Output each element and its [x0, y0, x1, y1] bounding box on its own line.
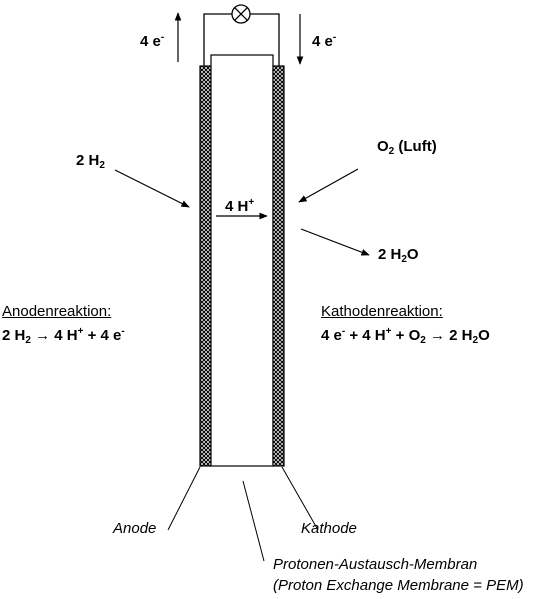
anode-leader-line [167, 466, 201, 531]
water-outflow-arrow [300, 228, 370, 256]
proton-label: 4 H+ [225, 197, 255, 216]
membrane [210, 54, 274, 467]
electron-label-right: 4 e- [312, 32, 337, 51]
electron-label-left: 4 e- [140, 32, 165, 51]
cathode-leader-line [281, 466, 319, 531]
cathode-reaction-title: Kathodenreaktion: [321, 303, 443, 320]
circuit-wire [203, 13, 280, 66]
cathode-electrode [272, 65, 285, 467]
membrane-label-line1: Protonen-Austausch-Membran [273, 556, 478, 573]
anode-electrode [199, 65, 212, 467]
oxygen-input-label: O2 (Luft) [377, 138, 437, 157]
anode-reaction-title: Anodenreaktion: [2, 303, 112, 320]
hydrogen-input-label: 2 H2 [76, 152, 105, 171]
oxygen-inflow-arrow [298, 168, 359, 203]
membrane-leader-line [242, 480, 265, 562]
water-output-label: 2 H2O [378, 246, 419, 265]
anode-label: Anode [113, 520, 157, 537]
anode-reaction-equation: 2 H2 → 4 H+ + 4 e- [2, 326, 125, 346]
hydrogen-inflow-arrow [114, 169, 190, 208]
lamp-icon [231, 4, 251, 24]
cathode-label: Kathode [301, 520, 357, 537]
membrane-label-line2: (Proton Exchange Membrane = PEM) [273, 577, 524, 594]
cathode-reaction-equation: 4 e- + 4 H+ + O2 → 2 H2O [321, 326, 490, 346]
